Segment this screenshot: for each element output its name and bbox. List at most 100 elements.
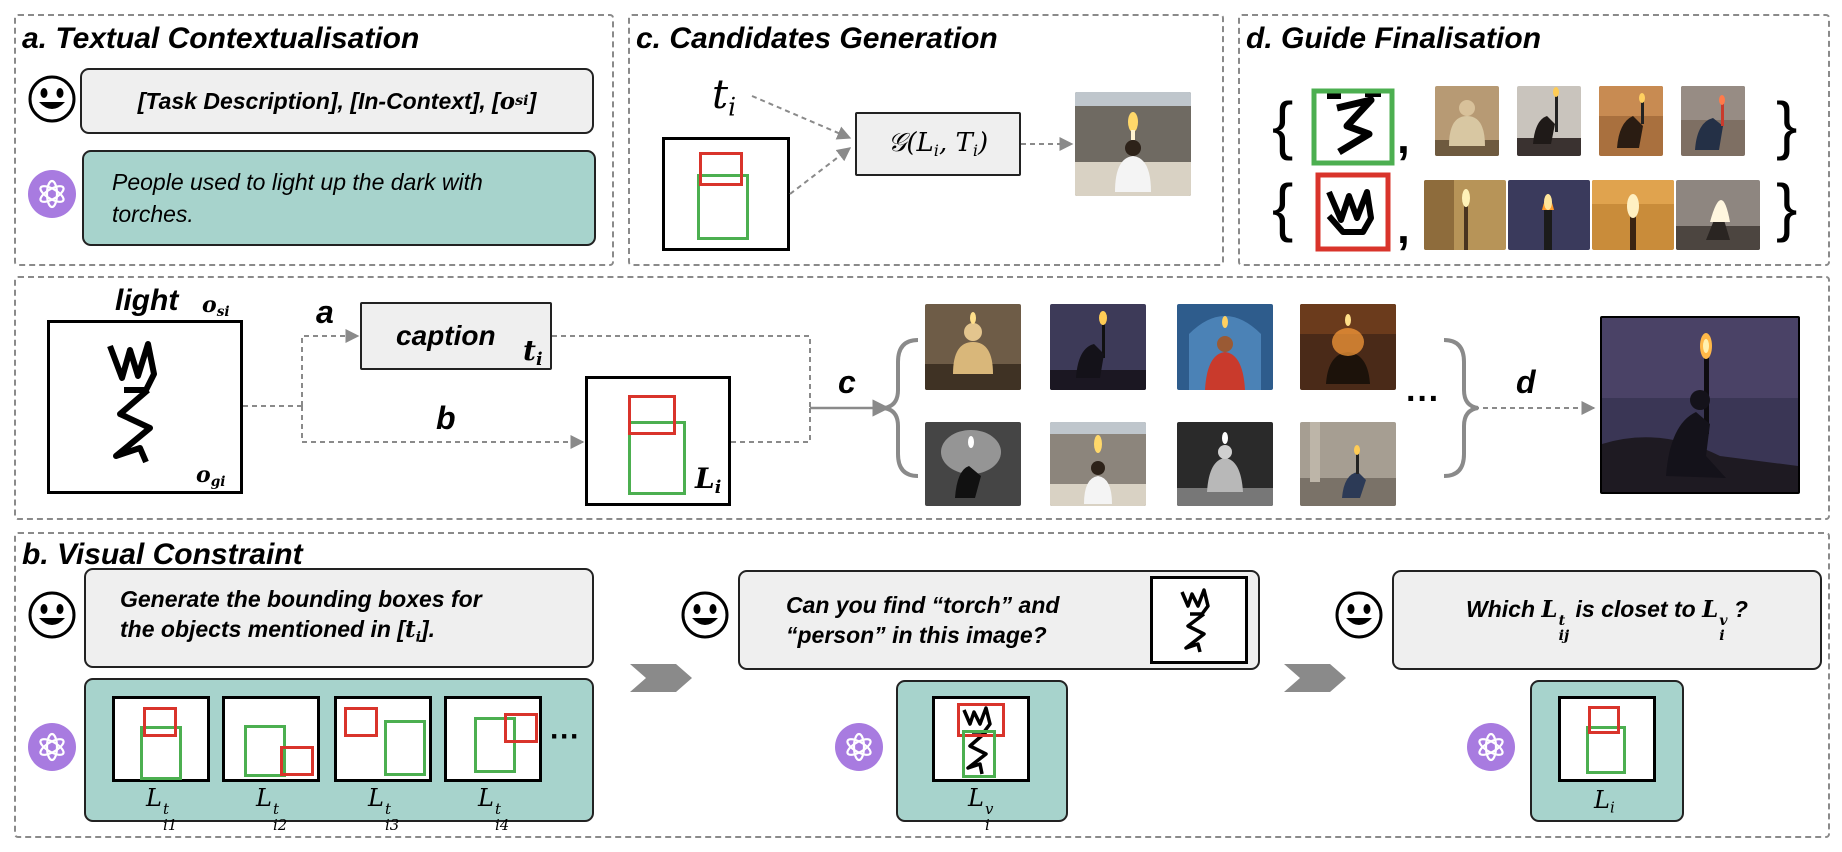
smiley-face-icon xyxy=(681,591,729,639)
panel-b-title: b. Visual Constraint xyxy=(22,538,303,571)
panel-a-title: a. Textual Contextualisation xyxy=(22,22,420,55)
panel-pipeline xyxy=(14,276,1830,520)
red-bounding-box xyxy=(699,152,743,186)
panel-d-title: d. Guide Finalisation xyxy=(1246,22,1542,55)
oracle-bone-glyph-light xyxy=(107,341,157,464)
candidate-image-2 xyxy=(1050,304,1146,390)
brace-open-row2: { xyxy=(1272,171,1294,243)
detection-prompt-line1: Can you find “torch” and xyxy=(786,592,1060,618)
layout-candidate-3 xyxy=(334,696,432,782)
layout-candidate-1-red xyxy=(143,707,177,737)
green-bounding-box xyxy=(697,174,749,240)
candidate-image-7 xyxy=(1177,422,1273,506)
task-prompt-end: ] xyxy=(528,87,537,114)
step-label-a: a xyxy=(316,294,334,330)
generator-function-box: 𝒢(Li, Ti) xyxy=(855,112,1021,176)
bbox-generation-prompt: Generate the bounding boxes for the obje… xyxy=(84,568,594,668)
context-response-bubble: People used to light up the dark with to… xyxy=(82,150,596,246)
candidate-image-8 xyxy=(1300,422,1396,506)
arrow-layout-to-generator xyxy=(789,147,852,195)
caption-box: caption xyxy=(360,302,552,370)
arrow-layout-to-merge xyxy=(731,408,811,443)
layout-candidate-4-green xyxy=(474,717,516,773)
chatgpt-logo-icon xyxy=(1467,723,1515,771)
bbox-prompt-line1: Generate the bounding boxes for xyxy=(120,585,482,612)
layout-Li-red-box xyxy=(628,395,676,435)
layout-candidates-ellipsis: ··· xyxy=(550,720,580,753)
chevron-arrow-1 xyxy=(630,664,692,692)
chevron-arrow-2 xyxy=(1284,664,1346,692)
task-prompt-text: [Task Description], [In-Context], [ xyxy=(137,87,500,114)
final-guide-image xyxy=(1600,316,1800,494)
layout-candidate-3-red xyxy=(344,707,378,737)
glyph-word-light: light xyxy=(115,284,179,317)
step-label-b: b xyxy=(436,400,456,436)
generated-candidate-image xyxy=(1075,92,1191,196)
smiley-face-icon xyxy=(1335,591,1383,639)
candidate-image-6 xyxy=(1050,422,1146,506)
glyph-crop-torch xyxy=(1315,172,1391,252)
panel-textual-contextualisation xyxy=(14,14,614,266)
glyph-symbol-ogi: ogi xyxy=(196,462,226,491)
layout-candidate-3-green xyxy=(384,720,426,776)
layout-Li-green-box xyxy=(628,421,686,495)
query-glyph-image xyxy=(1180,588,1210,653)
layout-candidate-2-red xyxy=(280,746,314,776)
smiley-face-icon xyxy=(28,591,76,639)
panel-c-title: c. Candidates Generation xyxy=(636,22,998,55)
brace-close-row2: } xyxy=(1776,171,1798,243)
chatgpt-logo-icon xyxy=(28,170,76,218)
candidate-image-4 xyxy=(1300,304,1396,390)
glyph-symbol-osi: osi xyxy=(202,292,230,321)
chatgpt-logo-icon xyxy=(835,723,883,771)
candidates-brace-right xyxy=(1443,338,1479,478)
task-prompt-symbol: o xyxy=(499,87,516,115)
step-label-d: d xyxy=(1516,364,1536,400)
guide-image-torch-2 xyxy=(1508,180,1590,250)
guide-image-person-4 xyxy=(1681,86,1745,156)
candidate-image-1 xyxy=(925,304,1021,390)
final-layout-frame xyxy=(1558,696,1656,782)
layout-Li-label: Li xyxy=(695,462,722,499)
guide-image-person-1 xyxy=(1435,86,1499,156)
layout-candidate-2 xyxy=(222,696,320,782)
candidates-ellipsis: ··· xyxy=(1406,380,1440,418)
smiley-face-icon xyxy=(28,75,76,123)
layout-candidate-4-red xyxy=(504,713,538,743)
generator-function: 𝒢(Li, Ti) xyxy=(887,128,989,160)
chatgpt-logo-icon xyxy=(28,723,76,771)
layout-candidate-2-green xyxy=(244,725,286,777)
guide-image-torch-3 xyxy=(1592,180,1674,250)
detection-prompt-line2: “person” in this image? xyxy=(786,622,1047,648)
context-response-text: People used to light up the dark with to… xyxy=(112,169,483,227)
arrow-ti-to-generator xyxy=(751,95,852,140)
glyph-crop-person xyxy=(1311,88,1395,166)
bbox-prompt-line2: the objects mentioned in [ti]. xyxy=(120,615,436,646)
candidates-brace-left xyxy=(883,338,919,478)
layout-candidate-4 xyxy=(444,696,542,782)
guide-image-torch-1 xyxy=(1424,180,1506,250)
layout-frame xyxy=(662,137,790,251)
visual-layout-red-box xyxy=(957,703,1005,737)
arrow-to-caption xyxy=(301,329,360,406)
task-prompt-subscript: si xyxy=(515,93,529,109)
guide-image-torch-4 xyxy=(1676,180,1760,250)
layout-candidate-1-green xyxy=(140,726,182,780)
guide-image-person-3 xyxy=(1599,86,1663,156)
panel-visual-constraint xyxy=(14,532,1830,838)
guide-image-person-2 xyxy=(1517,86,1581,156)
final-layout-label: Li xyxy=(1594,786,1615,817)
brace-open-row1: { xyxy=(1272,89,1294,161)
caption-symbol: ti xyxy=(523,334,543,371)
brace-close-row1: } xyxy=(1776,89,1798,161)
panel-guide-finalisation xyxy=(1238,14,1830,266)
arrow-caption-to-merge xyxy=(552,335,811,408)
panel-candidates-generation xyxy=(628,14,1224,266)
step-label-c: c xyxy=(838,364,856,400)
